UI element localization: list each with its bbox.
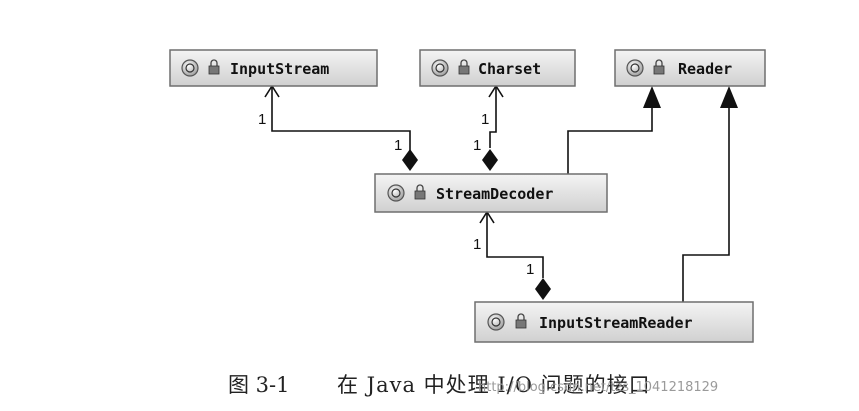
class-icon	[387, 184, 405, 202]
aggregation-diamond-decoder-inputstream	[402, 149, 418, 171]
inheritance-arrowhead-decoder-reader	[643, 86, 661, 108]
aggregation-diamond-decoder-charset	[482, 149, 498, 171]
multiplicity-label: 1	[258, 111, 266, 128]
lock-icon	[653, 59, 665, 75]
association-line-decoder-charset	[489, 86, 497, 148]
figure-title: 在 Java 中处理 I/O 问题的接口	[337, 373, 651, 397]
inheritance-arrowhead-isr-reader	[720, 86, 738, 108]
class-icon	[431, 59, 449, 77]
class-name-reader: Reader	[678, 60, 732, 78]
class-icon	[487, 313, 505, 331]
class-box-charset[interactable]: Charset	[419, 49, 576, 87]
lock-icon	[414, 184, 426, 200]
class-icon	[181, 59, 199, 77]
multiplicity-label: 1	[526, 261, 534, 278]
class-name-inputstream: InputStream	[230, 60, 329, 78]
multiplicity-label: 1	[394, 137, 402, 154]
lock-icon	[515, 313, 527, 329]
figure-number: 图 3-1	[228, 373, 290, 397]
figure-caption: 图 3-1 在 Java 中处理 I/O 问题的接口	[0, 369, 859, 399]
multiplicity-label: 1	[473, 236, 481, 253]
class-name-inputstreamreader: InputStreamReader	[539, 314, 693, 332]
association-line-decoder-inputstream	[271, 86, 411, 158]
inheritance-line-isr-reader	[682, 108, 730, 302]
watermark-text: http://blog.csdn.net/tzs_1041218129	[478, 380, 719, 395]
class-box-inputstreamreader[interactable]: InputStreamReader	[474, 301, 754, 343]
class-box-reader[interactable]: Reader	[614, 49, 766, 87]
aggregation-diamond-isr-decoder	[535, 278, 551, 300]
multiplicity-label: 1	[481, 111, 489, 128]
class-icon	[626, 59, 644, 77]
class-name-charset: Charset	[478, 60, 541, 78]
association-line-isr-decoder	[486, 212, 544, 278]
class-box-streamdecoder[interactable]: StreamDecoder	[374, 173, 608, 213]
inheritance-line-decoder-reader	[567, 108, 653, 174]
lock-icon	[208, 59, 220, 75]
multiplicity-label: 1	[473, 137, 481, 154]
lock-icon	[458, 59, 470, 75]
class-name-streamdecoder: StreamDecoder	[436, 185, 553, 203]
class-box-inputstream[interactable]: InputStream	[169, 49, 378, 87]
